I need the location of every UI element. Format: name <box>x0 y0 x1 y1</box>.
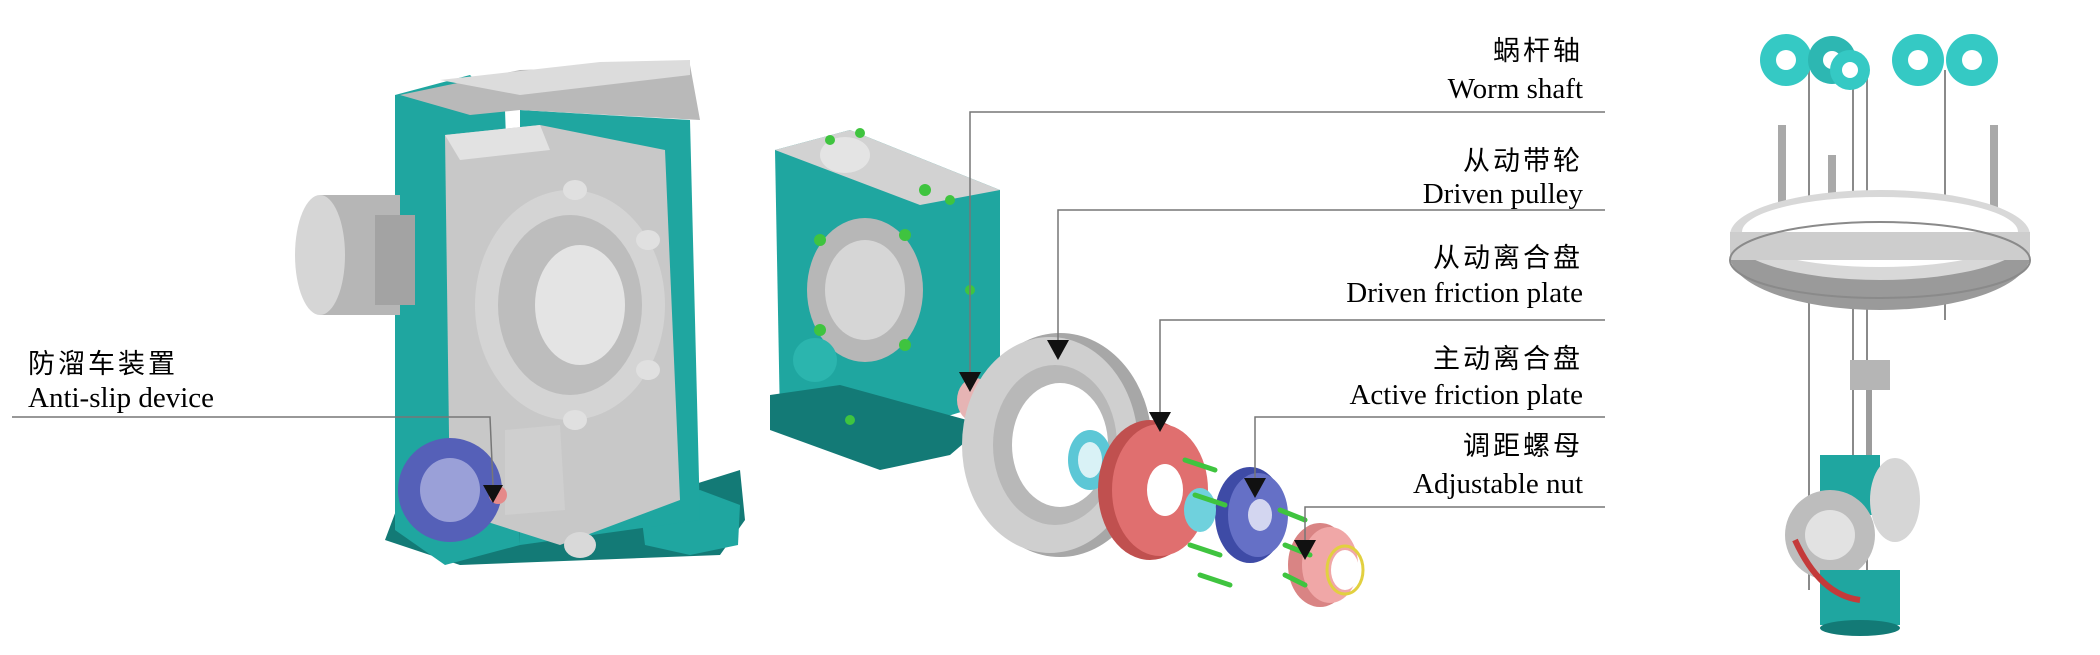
gearbox-small <box>770 128 1000 470</box>
hoist-motor-gearbox <box>1785 455 1920 636</box>
label-worm-shaft-en: Worm shaft <box>1448 73 1583 105</box>
label-driven-pulley: 从动带轮 Driven pulley <box>1423 146 1584 210</box>
label-worm-shaft: 蜗杆轴 Worm shaft <box>1448 36 1583 105</box>
driven-friction-plate <box>1098 420 1208 560</box>
leader-lines <box>12 111 1605 540</box>
gearbox-housing <box>295 60 745 565</box>
label-driven-pulley-en: Driven pulley <box>1423 178 1584 210</box>
label-worm-shaft-zh: 蜗杆轴 <box>1493 36 1583 67</box>
leader-arrows <box>483 340 1316 560</box>
label-adjustable-nut: 调距螺母 Adjustable nut <box>1413 431 1583 500</box>
label-anti-slip-device: 防溜车装置 Anti-slip device <box>28 349 214 414</box>
label-driven-pulley-zh: 从动带轮 <box>1463 146 1583 177</box>
top-pulleys <box>1760 34 1998 90</box>
arrow-driven-pulley <box>1047 340 1069 360</box>
label-adjustable-nut-en: Adjustable nut <box>1413 468 1583 500</box>
ring-frame <box>1729 190 2031 310</box>
label-adjustable-nut-zh: 调距螺母 <box>1463 431 1583 462</box>
hoist-assembly <box>1729 34 2031 636</box>
arrow-anti-slip-device <box>483 485 503 503</box>
label-anti-slip-device-zh: 防溜车装置 <box>28 349 178 380</box>
label-active-friction-plate: 主动离合盘 Active friction plate <box>1349 344 1583 411</box>
label-driven-friction-plate: 从动离合盘 Driven friction plate <box>1346 243 1583 309</box>
arrow-worm-shaft <box>959 372 981 392</box>
arrow-adjustable-nut <box>1294 540 1316 560</box>
active-friction-plate <box>1184 467 1288 563</box>
adjustable-nut <box>1288 523 1365 607</box>
arrow-driven-friction-plate <box>1149 412 1171 432</box>
arrow-active-friction-plate <box>1244 478 1266 498</box>
label-active-friction-plate-en: Active friction plate <box>1349 379 1583 411</box>
label-driven-friction-plate-zh: 从动离合盘 <box>1433 243 1583 274</box>
label-driven-friction-plate-en: Driven friction plate <box>1346 277 1583 309</box>
label-active-friction-plate-zh: 主动离合盘 <box>1433 344 1583 375</box>
label-anti-slip-device-en: Anti-slip device <box>28 382 214 414</box>
